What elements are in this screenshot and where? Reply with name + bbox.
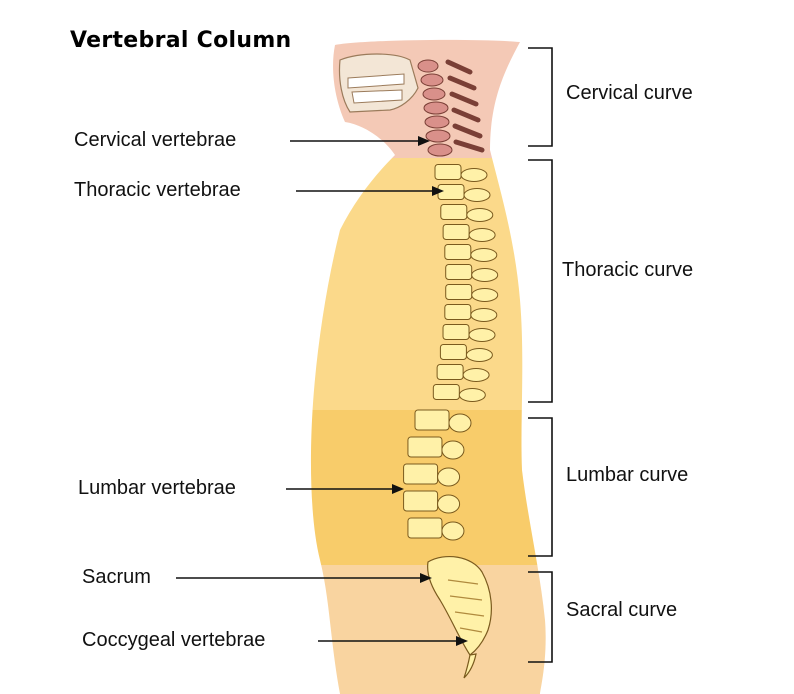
thoracic-vertebra-process — [460, 168, 488, 182]
thoracic-spine — [432, 164, 499, 402]
lumbar-vertebra — [403, 463, 439, 485]
thoracic-vertebra — [439, 344, 467, 360]
thoracic-vertebra — [445, 284, 473, 300]
leader-arrows — [176, 136, 468, 646]
thoracic-vertebra — [437, 184, 465, 200]
thoracic-curve-label: Thoracic curve — [562, 259, 694, 281]
thoracic-vertebra-process — [458, 388, 486, 402]
lumbar-curve-bracket — [528, 417, 553, 557]
lumbar-vertebra-process — [437, 467, 461, 487]
thoracic-vertebra — [444, 244, 472, 260]
thoracic-vertebra — [434, 164, 462, 180]
thoracic-vertebra-process — [462, 368, 490, 382]
lumbar-vertebra-process — [448, 413, 472, 433]
lumbar-vertebra-process — [441, 521, 465, 541]
lumbar-vertebra-process — [437, 494, 461, 514]
lumbar-vertebra — [414, 409, 450, 431]
lumbar-vertebra — [407, 517, 443, 539]
sacral-region — [310, 565, 546, 694]
lumbar-curve-label: Lumbar curve — [566, 464, 689, 486]
lumbar-spine — [403, 409, 472, 541]
thoracic-vertebra-process — [466, 208, 494, 222]
cervical-curve-bracket — [528, 47, 553, 147]
thoracic-curve-bracket — [528, 159, 553, 403]
thoracic-vertebra — [442, 224, 470, 240]
lumbar-vertebra — [407, 436, 443, 458]
cervical-curve-label: Cervical curve — [566, 82, 693, 104]
thoracic-vertebrae-label: Thoracic vertebrae — [74, 179, 241, 201]
thoracic-region — [310, 158, 546, 410]
sacrum-coccyx — [427, 555, 492, 679]
sacral-curve-bracket — [528, 571, 553, 663]
thoracic-vertebra-process — [463, 188, 491, 202]
thoracic-vertebra-process — [465, 348, 493, 362]
coccygeal-vertebrae-label: Coccygeal vertebrae — [82, 629, 266, 651]
thoracic-vertebra — [445, 264, 473, 280]
diagram-title: Vertebral Column — [70, 28, 292, 53]
thoracic-vertebra-process — [470, 308, 498, 322]
thoracic-vertebra-process — [471, 268, 499, 282]
thoracic-vertebra — [444, 304, 472, 320]
lumbar-vertebra — [403, 490, 439, 512]
curve-brackets — [528, 47, 553, 663]
sacrum-label: Sacrum — [82, 566, 151, 588]
cervical-spine — [417, 59, 485, 157]
lumbar-vertebrae-label: Lumbar vertebrae — [78, 477, 236, 499]
sacral-curve-label: Sacral curve — [566, 599, 678, 621]
thoracic-vertebra — [442, 324, 470, 340]
skull-jaw — [338, 53, 419, 113]
thoracic-vertebra — [436, 364, 464, 380]
body-silhouette — [310, 39, 546, 694]
thoracic-vertebra-process — [470, 248, 498, 262]
lumbar-region — [310, 410, 546, 565]
thoracic-vertebra — [432, 384, 460, 400]
lumbar-vertebra-process — [441, 440, 465, 460]
thoracic-vertebra — [440, 204, 468, 220]
thoracic-vertebra-process — [471, 288, 499, 302]
cervical-vertebrae-label: Cervical vertebrae — [74, 129, 237, 151]
thoracic-vertebra-process — [468, 328, 496, 342]
thoracic-vertebra-process — [468, 228, 496, 242]
